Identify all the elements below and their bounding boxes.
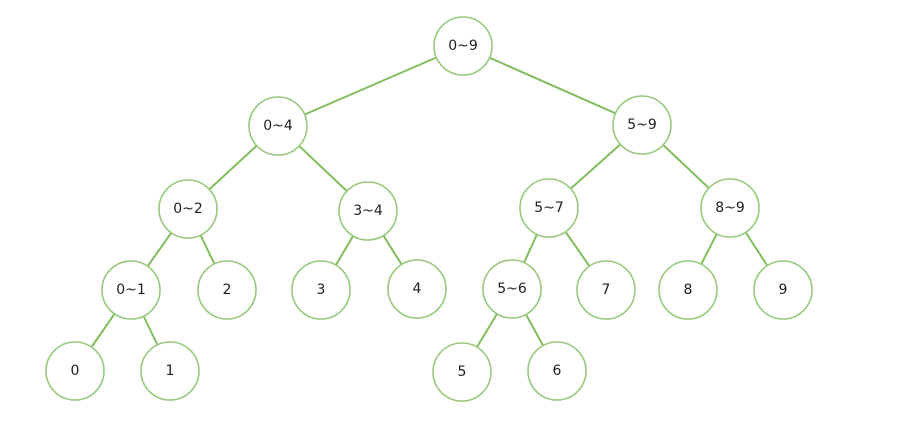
tree-node-circle — [527, 341, 587, 401]
tree-node-label: 0~4 — [263, 118, 293, 134]
tree-node: 3 — [291, 260, 351, 320]
tree-node: 9 — [753, 260, 813, 320]
tree-node-label: 4 — [413, 281, 422, 297]
tree-node-circle — [338, 181, 398, 241]
tree-node: 4 — [387, 259, 447, 319]
tree-node-label: 1 — [166, 363, 175, 379]
tree-node-label: 8~9 — [715, 200, 745, 216]
tree-node: 5~9 — [612, 95, 672, 155]
tree-node: 3~4 — [338, 181, 398, 241]
tree-node-label: 5~7 — [534, 200, 564, 216]
tree-node-label: 5~6 — [497, 281, 527, 297]
tree-node-circle — [101, 260, 161, 320]
tree-node-label: 7 — [602, 282, 611, 298]
tree-node-label: 5~9 — [627, 117, 657, 133]
tree-nodes-layer: 0~9 0~4 5~9 0~2 3~4 5~7 8~9 0~1 2 3 4 5~6 7 8 9 0 1 5 6 — [45, 16, 813, 402]
tree-node-circle — [612, 95, 672, 155]
tree-node-label: 9 — [779, 282, 788, 298]
tree-node: 0~2 — [158, 179, 218, 239]
tree-node: 6 — [527, 341, 587, 401]
tree-node-label: 8 — [684, 282, 693, 298]
tree-node-circle — [482, 259, 542, 319]
tree-node-circle — [387, 259, 447, 319]
tree-node-circle — [432, 342, 492, 402]
tree-node-circle — [248, 96, 308, 156]
tree-node-label: 6 — [553, 363, 562, 379]
tree-node-circle — [197, 260, 257, 320]
tree-node: 5 — [432, 342, 492, 402]
tree-node: 2 — [197, 260, 257, 320]
tree-node-circle — [291, 260, 351, 320]
tree-node: 8~9 — [700, 178, 760, 238]
tree-node: 1 — [140, 341, 200, 401]
tree-node-circle — [658, 260, 718, 320]
tree-node-label: 0~1 — [116, 282, 146, 298]
tree-node-label: 0~2 — [173, 201, 203, 217]
tree-node-circle — [519, 178, 579, 238]
tree-edge — [277, 45, 464, 127]
tree-node: 0~4 — [248, 96, 308, 156]
tree-node-circle — [433, 16, 493, 76]
tree-node: 0~1 — [101, 260, 161, 320]
tree-node: 5~7 — [519, 178, 579, 238]
tree-node-label: 3~4 — [353, 203, 383, 219]
tree-node-circle — [700, 178, 760, 238]
tree-node: 0~9 — [433, 16, 493, 76]
tree-node-circle — [576, 260, 636, 320]
tree-edge — [462, 45, 643, 126]
tree-node-circle — [753, 260, 813, 320]
tree-node-circle — [158, 179, 218, 239]
tree-node: 5~6 — [482, 259, 542, 319]
tree-node: 8 — [658, 260, 718, 320]
tree-node-label: 0~9 — [448, 38, 478, 54]
tree-node-label: 2 — [223, 282, 232, 298]
tree-node-circle — [45, 341, 105, 401]
tree-node: 0 — [45, 341, 105, 401]
tree-node-label: 0 — [71, 363, 80, 379]
tree-node-label: 3 — [317, 282, 326, 298]
tree-node-circle — [140, 341, 200, 401]
tree-node-label: 5 — [458, 364, 467, 380]
tree-node: 7 — [576, 260, 636, 320]
